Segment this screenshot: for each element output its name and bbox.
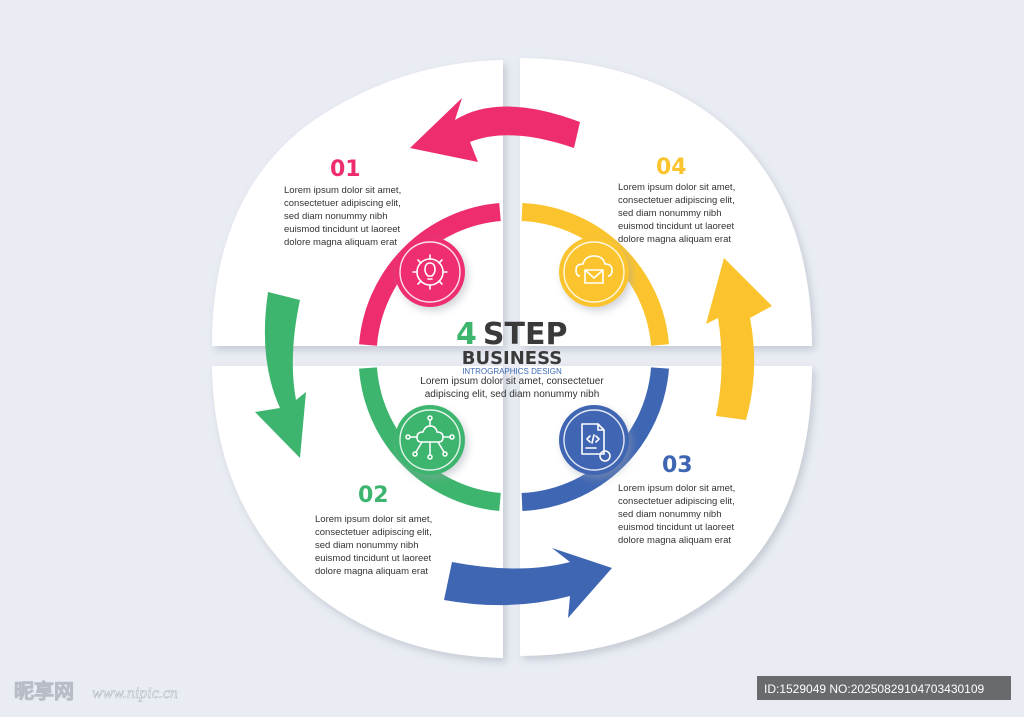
step-text-line: euismod tincidunt ut laoreet xyxy=(284,224,401,235)
watermark-right-id: ID:1529049 NO:20250829104703430109 xyxy=(764,682,985,696)
cloud-mail-icon xyxy=(575,255,613,284)
watermark-left: 昵享网 www.nipic.cn xyxy=(14,679,179,704)
title-number: 4 xyxy=(456,317,477,352)
title-line2: BUSINESS xyxy=(462,348,562,369)
icon-node-step-02 xyxy=(395,405,465,475)
step-text-line: sed diam nonummy nibh xyxy=(315,540,419,551)
step-text-line: consectetuer adipiscing elit, xyxy=(618,195,735,206)
step-text-line: euismod tincidunt ut laoreet xyxy=(315,553,432,564)
step-text-line: Lorem ipsum dolor sit amet, xyxy=(284,185,401,196)
step-text-line: sed diam nonummy nibh xyxy=(618,509,722,520)
arrow-green xyxy=(255,292,306,458)
center-text-line-2: adipiscing elit, sed diam nonummy nibh xyxy=(425,389,600,400)
step-number: 03 xyxy=(662,453,693,478)
step-text-line: Lorem ipsum dolor sit amet, xyxy=(618,483,735,494)
watermark-left-cn: 昵享网 xyxy=(14,679,74,703)
step-text-line: dolore magna aliquam erat xyxy=(284,237,397,248)
step-text-line: Lorem ipsum dolor sit amet, xyxy=(315,514,432,525)
title-word: STEP xyxy=(483,317,568,352)
step-number: 04 xyxy=(656,155,687,180)
step-number: 01 xyxy=(330,157,361,182)
step-text-line: euismod tincidunt ut laoreet xyxy=(618,522,735,533)
step-text-line: consectetuer adipiscing elit, xyxy=(618,496,735,507)
icon-node-step-01 xyxy=(395,237,465,307)
watermark-left-url: www.nipic.cn xyxy=(92,685,178,702)
gear-bulb-icon xyxy=(412,254,448,290)
watermark-right: ID:1529049 NO:20250829104703430109 xyxy=(757,676,1011,700)
code-document-icon xyxy=(581,423,611,462)
arrow-pink xyxy=(410,98,580,162)
center-text-line-1: Lorem ipsum dolor sit amet, consectetuer xyxy=(420,376,604,387)
step-text-line: dolore magna aliquam erat xyxy=(618,535,731,546)
arrow-yellow xyxy=(706,258,772,420)
step-text-line: euismod tincidunt ut laoreet xyxy=(618,221,735,232)
step-text-line: consectetuer adipiscing elit, xyxy=(284,198,401,209)
segment-bottom-left xyxy=(212,366,503,658)
step-text-line: consectetuer adipiscing elit, xyxy=(315,527,432,538)
cloud-network-icon xyxy=(405,415,455,460)
title-line3: INTROGRAPHICS DESIGN xyxy=(462,367,562,376)
step-04-block: 04 Lorem ipsum dolor sit amet, consectet… xyxy=(618,155,735,245)
step-01-block: 01 Lorem ipsum dolor sit amet, consectet… xyxy=(284,157,401,248)
step-02-block: 02 Lorem ipsum dolor sit amet, consectet… xyxy=(315,483,432,577)
icon-node-step-04 xyxy=(559,237,629,307)
arrow-blue xyxy=(444,548,612,618)
step-text-line: sed diam nonummy nibh xyxy=(284,211,388,222)
step-text-line: sed diam nonummy nibh xyxy=(618,208,722,219)
step-text-line: Lorem ipsum dolor sit amet, xyxy=(618,182,735,193)
icon-node-step-03 xyxy=(559,405,629,475)
step-number: 02 xyxy=(358,483,389,508)
step-03-block: 03 Lorem ipsum dolor sit amet, consectet… xyxy=(618,453,735,546)
step-text-line: dolore magna aliquam erat xyxy=(618,234,731,245)
step-text-line: dolore magna aliquam erat xyxy=(315,566,428,577)
